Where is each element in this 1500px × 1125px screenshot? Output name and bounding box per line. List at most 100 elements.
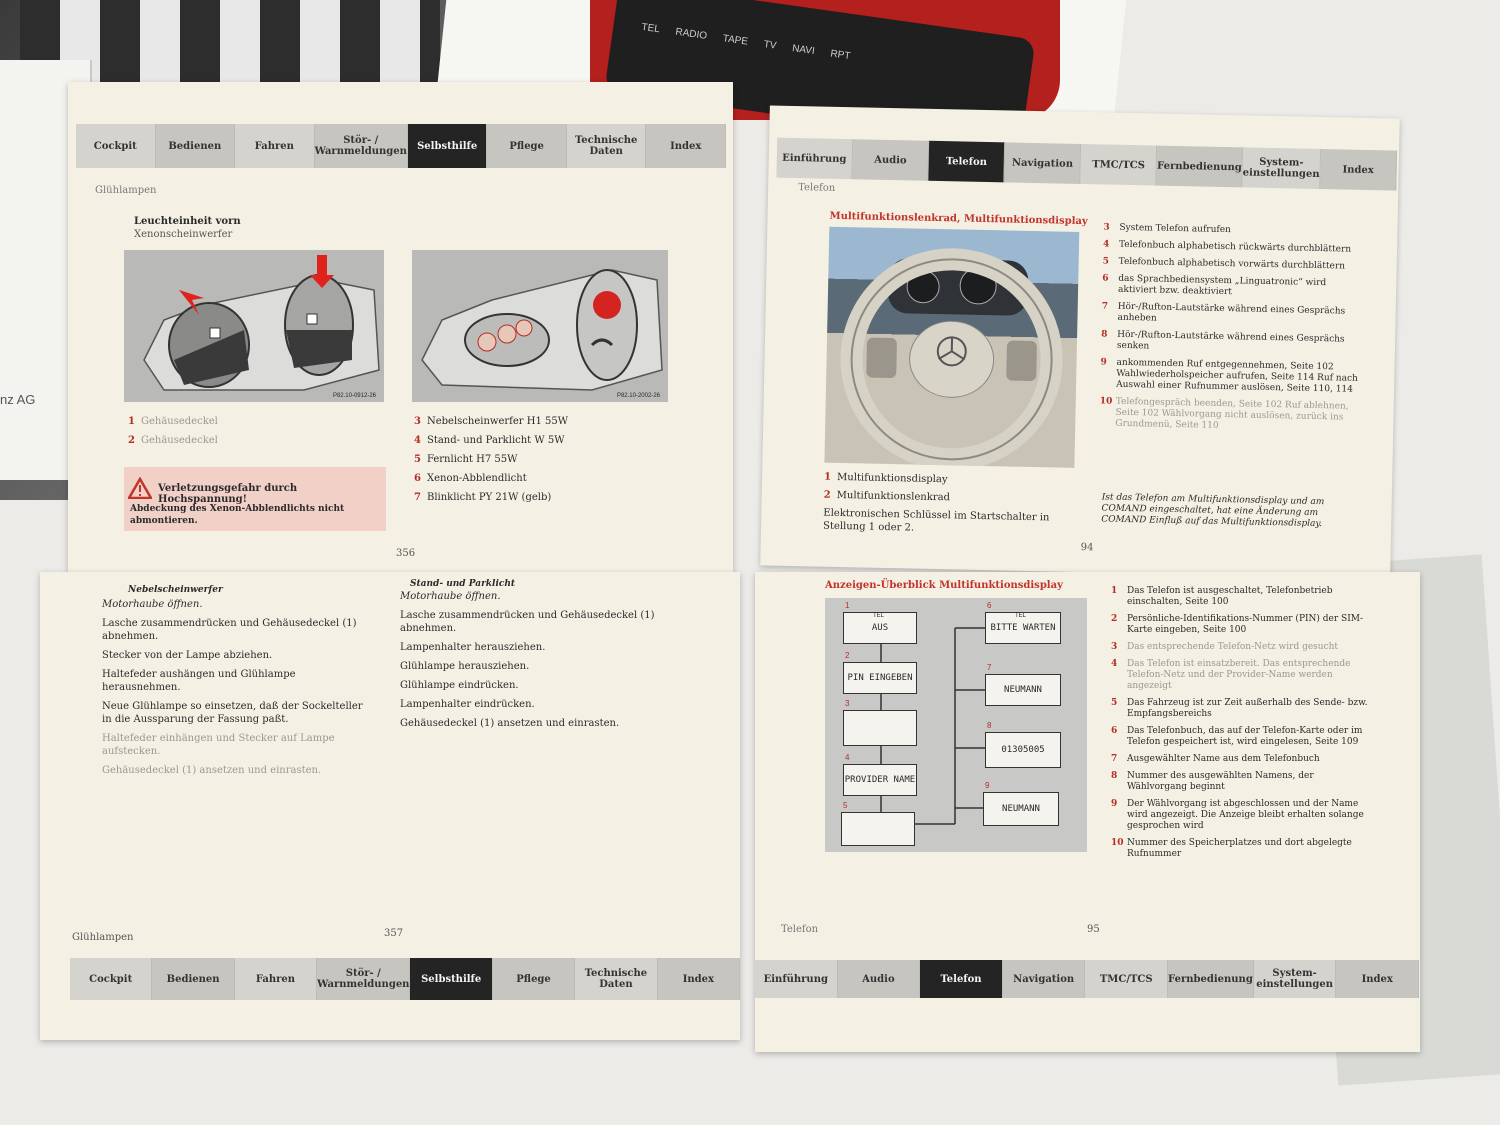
list-item: 9 ankommenden Ruf entgegennehmen, Seite 1…	[1100, 357, 1363, 395]
section-title: Anzeigen-Überblick Multifunktionsdisplay	[825, 580, 1063, 591]
running-foot: Telefon	[781, 924, 819, 935]
list-item: 9 Der Wählvorgang ist abgeschlossen und d…	[1111, 799, 1373, 832]
warning-triangle-icon	[128, 477, 152, 499]
tab-fahren[interactable]: Fahren	[235, 124, 315, 168]
page-number: 95	[1087, 924, 1100, 935]
list-text: Das Telefonbuch, das auf der Telefon-Kar…	[1127, 726, 1363, 747]
display-box-5	[841, 812, 915, 846]
instruction-step: Stecker von der Lampe abziehen.	[102, 650, 273, 661]
instruction-step: Lampenhalter herausziehen.	[400, 642, 546, 653]
display-box-9: NEUMANN	[983, 792, 1059, 826]
list-number: 6	[1102, 273, 1109, 284]
list-text: ankommenden Ruf entgegennehmen, Seite 10…	[1116, 357, 1358, 395]
list-text: Persönliche-Identifikations-Nummer (PIN)…	[1127, 614, 1364, 635]
tab-tmc-tcs[interactable]: TMC/TCS	[1085, 960, 1169, 998]
tab-bedienen[interactable]: Bedienen	[155, 124, 236, 168]
tab-audio[interactable]: Audio	[837, 960, 921, 998]
list-number: 9	[1111, 799, 1118, 809]
list-text: Telefongespräch beenden, Seite 102 Ruf a…	[1115, 396, 1349, 431]
list-text: Der Wählvorgang ist abgeschlossen und de…	[1127, 799, 1364, 831]
tab-system-einstellungen[interactable]: System-einstellungen	[1242, 147, 1322, 189]
tab-cockpit[interactable]: Cockpit	[76, 124, 156, 168]
tab-index[interactable]: Index	[646, 124, 726, 168]
tab-navigation[interactable]: Navigation	[1004, 142, 1082, 184]
tab-navigation[interactable]: Navigation	[1002, 960, 1086, 998]
background-corner-text: nz AG	[0, 392, 36, 407]
list-number: 3	[1111, 642, 1118, 652]
tab-stör-warnmeldungen[interactable]: Stör- / Warnmeldungen	[314, 124, 408, 168]
tab-telefon[interactable]: Telefon	[928, 140, 1006, 183]
headlamp-drawing-1	[143, 255, 380, 391]
instruction-step: Lampenhalter eindrücken.	[400, 699, 535, 710]
legend-number: 5	[414, 454, 421, 465]
section-title: Leuchteinheit vorn	[134, 216, 241, 227]
display-box-8: 01305005	[985, 732, 1061, 768]
tab-einführung[interactable]: Einführung	[755, 960, 838, 998]
tab-stör-warnmeldungen[interactable]: Stör- / Warnmeldungen	[317, 958, 411, 1000]
tab-selbsthilfe[interactable]: Selbsthilfe	[410, 958, 493, 1000]
legend-number: 2	[823, 489, 831, 501]
tab-technische-daten[interactable]: Technische Daten	[566, 124, 647, 168]
list-number: 7	[1111, 754, 1118, 764]
tab-technische-daten[interactable]: Technische Daten	[575, 958, 658, 1000]
list-item: 8 Nummer des ausgewählten Namens, der Wäh…	[1111, 771, 1373, 793]
tab-audio[interactable]: Audio	[852, 139, 930, 181]
tab-selbsthilfe[interactable]: Selbsthilfe	[407, 124, 488, 168]
list-text: Nummer des ausgewählten Namens, der Wähl…	[1127, 771, 1314, 792]
list-text: System Telefon aufrufen	[1119, 222, 1231, 236]
tab-index[interactable]: Index	[1320, 149, 1398, 191]
tab-fernbedienung[interactable]: Fernbedienung	[1156, 145, 1244, 188]
legend-number: 3	[414, 416, 421, 427]
nebel-title: Nebelscheinwerfer	[128, 585, 223, 595]
instruction-step: Haltefeder einhängen und Stecker auf Lam…	[102, 733, 335, 757]
tab-tmc-tcs[interactable]: TMC/TCS	[1080, 143, 1158, 186]
headlamp-drawing-2	[421, 269, 663, 391]
list-number: 5	[1111, 698, 1118, 708]
tab-fahren[interactable]: Fahren	[234, 958, 318, 1000]
tab-index[interactable]: Index	[1336, 960, 1420, 998]
legend-text: Xenon-Abblendlicht	[426, 473, 527, 484]
tab-einführung[interactable]: Einführung	[776, 137, 854, 180]
list-item: 5 Das Fahrzeug ist zur Zeit außerhalb des…	[1111, 698, 1373, 720]
tab-pflege[interactable]: Pflege	[487, 124, 567, 168]
list-text: Ausgewählter Name aus dem Telefonbuch	[1127, 754, 1320, 764]
tab-index[interactable]: Index	[657, 958, 741, 1000]
display-overview-diagram: AUS PIN EINGEBEN PROVIDER NAME BITTE WAR…	[825, 598, 1087, 852]
tab-system-einstellungen[interactable]: System-einstellungen	[1253, 960, 1337, 998]
instruction-step: Motorhaube öffnen.	[400, 591, 501, 602]
box-number: 2	[845, 651, 850, 660]
tab-pflege[interactable]: Pflege	[492, 958, 576, 1000]
steering-wheel-photo	[824, 226, 1080, 471]
display-box-1: AUS	[843, 612, 917, 644]
legend-number: 6	[414, 473, 421, 484]
list-number: 8	[1111, 771, 1118, 781]
section-title: Multifunktionslenkrad, Multifunktionsdis…	[829, 210, 1088, 228]
box-number: 7	[987, 663, 992, 672]
tab-fernbedienung[interactable]: Fernbedienung	[1168, 960, 1254, 998]
list-number: 9	[1100, 357, 1107, 368]
list-item: 7 Ausgewählter Name aus dem Telefonbuch	[1111, 754, 1373, 765]
headlamp-figure-1: P82.10-0912-26	[124, 250, 384, 402]
instruction-step: Gehäusedeckel (1) ansetzen und einrasten…	[400, 718, 620, 729]
legend-text: Gehäusedeckel	[140, 435, 218, 446]
tab-telefon[interactable]: Telefon	[920, 960, 1003, 998]
tab-bedienen[interactable]: Bedienen	[152, 958, 235, 1000]
list-text: Das Fahrzeug ist zur Zeit außerhalb des …	[1127, 698, 1368, 719]
list-text: Telefonbuch alphabetisch rückwärts durch…	[1118, 239, 1352, 255]
figure-code: P82.10-2002-26	[616, 393, 660, 399]
tab-cockpit[interactable]: Cockpit	[70, 958, 153, 1000]
warning-title: Verletzungsgefahr durch Hochspannung!	[158, 483, 298, 505]
display-box-4: PROVIDER NAME	[843, 764, 917, 796]
list-number: 8	[1101, 329, 1108, 340]
